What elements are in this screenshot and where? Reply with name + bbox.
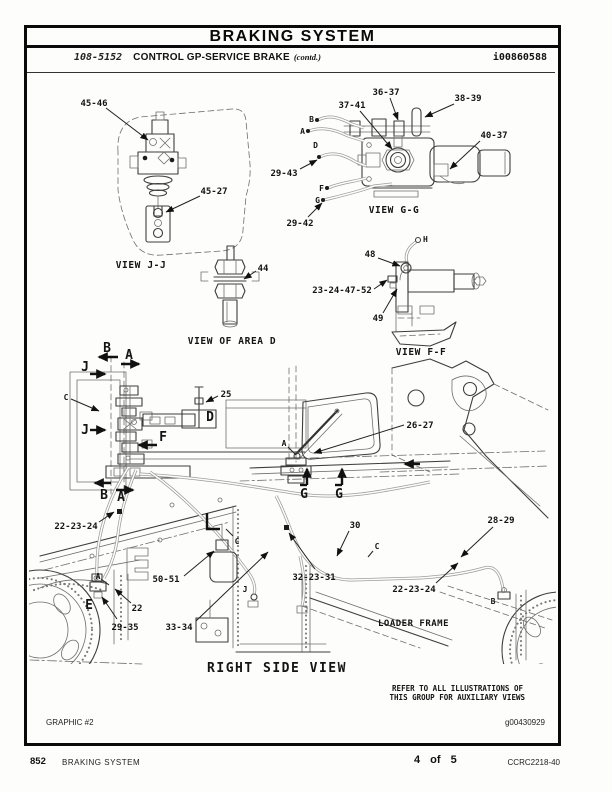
letter-a: A bbox=[300, 127, 305, 136]
contd-marker: (contd.) bbox=[293, 52, 321, 62]
loader-frame-label: LOADER FRAME bbox=[378, 619, 449, 629]
letter-h: H bbox=[423, 235, 428, 244]
letter-b: B bbox=[309, 115, 314, 124]
refer-note-line1: REFER TO ALL ILLUSTRATIONS OF bbox=[392, 684, 523, 693]
right-side-view-caption: RIGHT SIDE VIEW bbox=[207, 661, 347, 676]
footer-section-name: BRAKING SYSTEM bbox=[62, 758, 141, 767]
section-g-left: G bbox=[300, 487, 308, 502]
callout-36-37: 36-37 bbox=[372, 88, 399, 98]
footer-doc-code: CCRC2218-40 bbox=[507, 758, 560, 767]
view-jj-drawing: 45-46 45-27 VIEW J-J bbox=[80, 99, 251, 271]
section-g-right: G bbox=[335, 487, 343, 502]
section-b-bottom: B bbox=[100, 488, 108, 503]
subheader-row: 108-5152 CONTROL GP-SERVICE BRAKE (contd… bbox=[27, 52, 555, 70]
callout-44: 44 bbox=[258, 264, 269, 274]
callout-25: 25 bbox=[221, 390, 232, 400]
doc-number: 108-5152 bbox=[74, 52, 123, 63]
callout-32-23-31: 32-23-31 bbox=[292, 573, 335, 583]
page-title: BRAKING SYSTEM bbox=[209, 27, 376, 45]
section-f: F bbox=[159, 430, 167, 445]
view-area-d-caption: VIEW OF AREA D bbox=[188, 336, 276, 347]
callout-38-39: 38-39 bbox=[454, 94, 481, 104]
letter-c-valve: C bbox=[64, 393, 69, 402]
view-jj-caption: VIEW J-J bbox=[116, 260, 167, 271]
section-a-top: A bbox=[125, 348, 133, 363]
view-ff-caption: VIEW F-F bbox=[396, 347, 447, 358]
letter-c-hose: C bbox=[235, 537, 240, 546]
section-b-top: B bbox=[103, 341, 111, 356]
callout-29-35: 29-35 bbox=[111, 623, 138, 633]
callout-22-23-24-right: 22-23-24 bbox=[392, 585, 436, 595]
letter-e: E bbox=[85, 598, 93, 613]
letter-c-frame: C bbox=[375, 542, 380, 551]
callout-40-37: 40-37 bbox=[480, 131, 507, 141]
view-ff-drawing: H 48 23-24-47-52 49 VIEW F-F bbox=[312, 235, 487, 358]
callout-29-42: 29-42 bbox=[286, 219, 313, 229]
view-gg-caption: VIEW G-G bbox=[369, 205, 420, 216]
letter-d: D bbox=[206, 410, 214, 425]
letter-a-axle: A bbox=[96, 572, 101, 581]
callout-45-27: 45-27 bbox=[200, 187, 227, 197]
callout-23-24-47-52: 23-24-47-52 bbox=[312, 286, 372, 296]
footer-page-indicator: 4 of 5 bbox=[414, 754, 457, 766]
letter-d: D bbox=[313, 141, 318, 150]
view-gg-drawing: 36-37 37-41 38-39 40-37 29-43 29-42 B A … bbox=[270, 88, 511, 229]
graphic-id: g00430929 bbox=[504, 718, 545, 727]
graphic-label: GRAPHIC #2 bbox=[46, 718, 94, 727]
refer-note-line2: THIS GROUP FOR AUXILIARY VIEWS bbox=[390, 693, 526, 702]
page-title-band: BRAKING SYSTEM bbox=[24, 25, 561, 48]
right-side-view-drawing: B A J J C F D 25 26-27 A G G B A 22-23-2… bbox=[29, 341, 556, 702]
callout-37-41: 37-41 bbox=[338, 101, 365, 111]
letter-b-axle: B bbox=[491, 597, 496, 606]
callout-48: 48 bbox=[365, 250, 376, 260]
view-area-d-drawing: 44 VIEW OF AREA D bbox=[188, 245, 276, 347]
letter-a-pedal: A bbox=[282, 439, 287, 448]
section-a-bottom: A bbox=[117, 490, 125, 505]
callout-30: 30 bbox=[350, 521, 361, 531]
footer-page-number: 852 bbox=[30, 756, 46, 767]
letter-f: F bbox=[319, 184, 324, 193]
subheader-divider bbox=[27, 72, 555, 73]
callout-22-23-24-left: 22-23-24 bbox=[54, 522, 98, 532]
letter-g: G bbox=[315, 196, 320, 205]
section-j-lower: J bbox=[81, 423, 89, 438]
section-j-upper: J bbox=[81, 360, 89, 375]
media-id: i00860588 bbox=[492, 52, 547, 63]
callout-33-34: 33-34 bbox=[165, 623, 193, 633]
callout-26-27: 26-27 bbox=[406, 421, 433, 431]
callout-49: 49 bbox=[373, 314, 384, 324]
callout-45-46: 45-46 bbox=[80, 99, 107, 109]
section-title: CONTROL GP-SERVICE BRAKE bbox=[133, 52, 290, 63]
callout-50-51: 50-51 bbox=[152, 575, 179, 585]
callout-22: 22 bbox=[132, 604, 143, 614]
callout-29-43: 29-43 bbox=[270, 169, 297, 179]
letter-j: J bbox=[243, 585, 248, 594]
callout-28-29: 28-29 bbox=[487, 516, 514, 526]
